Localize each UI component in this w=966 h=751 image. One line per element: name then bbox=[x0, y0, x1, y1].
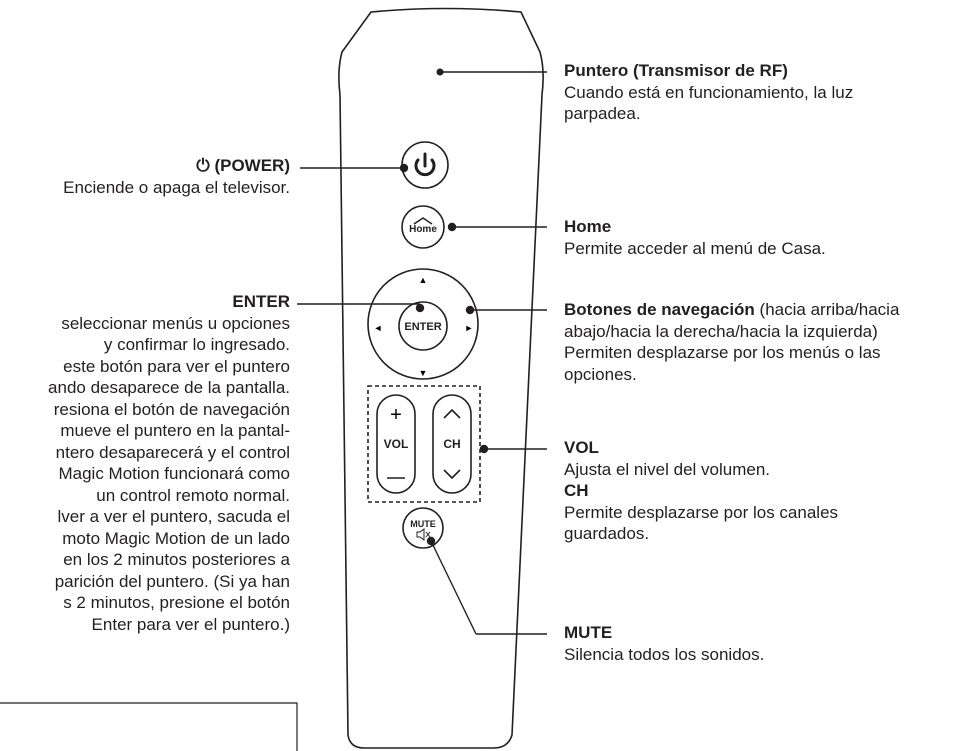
vol-callout-desc: Ajusta el nivel del volumen. bbox=[564, 459, 771, 479]
nav-line-2: opciones. bbox=[564, 364, 637, 384]
ch-line-0: Permite desplazarse por los canales bbox=[564, 502, 839, 522]
pointer-line-1: parpadea. bbox=[564, 104, 641, 123]
note-box-edge bbox=[0, 702, 298, 751]
enter-line-3: ando desaparece de la pantalla. bbox=[48, 378, 290, 397]
nav-callout-title: Botones de navegación (hacia arriba/haci… bbox=[564, 300, 900, 319]
mute-callout-title: MUTE bbox=[564, 623, 613, 642]
enter-line-7: Magic Motion funcionará como bbox=[58, 464, 290, 483]
mute-callout-desc: Silencia todos los sonidos. bbox=[564, 644, 765, 664]
ch-up-icon[interactable] bbox=[443, 408, 461, 419]
power-callout-desc: Enciende o apaga el televisor. bbox=[63, 177, 290, 197]
enter-line-12: parición del puntero. (Si ya han bbox=[54, 571, 290, 591]
enter-callout: ENTER seleccionar menús u opciones y con… bbox=[48, 291, 290, 635]
enter-callout-title: ENTER bbox=[232, 292, 290, 311]
power-button[interactable] bbox=[401, 141, 449, 189]
enter-line-10: moto Magic Motion de un lado bbox=[62, 528, 290, 548]
enter-line-5: mueve el puntero en la pantal- bbox=[60, 421, 290, 440]
pointer-line-0: Cuando está en funcionamiento, la luz bbox=[564, 82, 854, 102]
home-button-label: Home bbox=[409, 224, 437, 235]
nav-right-icon[interactable]: ► bbox=[465, 323, 474, 333]
ch-label: CH bbox=[443, 437, 460, 451]
enter-line-13: s 2 minutos, presione el botón bbox=[63, 593, 290, 612]
mute-callout: MUTE Silencia todos los sonidos. bbox=[564, 622, 764, 665]
enter-line-11: en los 2 minutos posteriores a bbox=[63, 550, 290, 569]
enter-line-0: seleccionar menús u opciones bbox=[61, 313, 290, 333]
ch-callout-title: CH bbox=[564, 481, 589, 500]
home-button[interactable]: Home bbox=[401, 205, 445, 249]
ch-down-icon[interactable] bbox=[443, 469, 461, 480]
vol-ch-callout: VOL Ajusta el nivel del volumen. CH Perm… bbox=[564, 437, 838, 545]
vol-rocker[interactable]: + VOL bbox=[376, 394, 416, 494]
enter-line-8: un control remoto normal. bbox=[96, 485, 290, 505]
ch-line-1: guardados. bbox=[564, 524, 650, 543]
vol-callout-title: VOL bbox=[564, 438, 599, 457]
power-callout: ⏻ (POWER) Enciende o apaga el televisor. bbox=[63, 155, 290, 198]
mute-button[interactable]: MUTE bbox=[402, 507, 444, 549]
pointer-callout-title: Puntero (Transmisor de RF) bbox=[564, 61, 788, 80]
home-icon bbox=[413, 217, 433, 225]
vol-ch-group bbox=[367, 385, 481, 503]
home-callout: Home Permite acceder al menú de Casa. bbox=[564, 216, 826, 259]
home-callout-desc: Permite acceder al menú de Casa. bbox=[564, 238, 826, 258]
nav-callout: Botones de navegación (hacia arriba/haci… bbox=[564, 299, 899, 385]
nav-up-icon[interactable]: ▲ bbox=[419, 275, 428, 285]
nav-line-0: abajo/hacia la derecha/hacia la izquierd… bbox=[564, 321, 878, 341]
ch-rocker[interactable]: CH bbox=[432, 394, 472, 494]
enter-line-9: lver a ver el puntero, sacuda el bbox=[57, 507, 290, 526]
power-icon: ⏻ bbox=[196, 156, 210, 175]
power-callout-title: ⏻ (POWER) bbox=[196, 156, 290, 175]
enter-line-2: este botón para ver el puntero bbox=[63, 356, 290, 376]
nav-left-icon[interactable]: ◄ bbox=[374, 323, 383, 333]
vol-label: VOL bbox=[384, 437, 409, 451]
enter-line-14: Enter para ver el puntero.) bbox=[91, 614, 290, 634]
enter-button[interactable]: ENTER bbox=[398, 301, 448, 351]
enter-button-label: ENTER bbox=[404, 321, 441, 333]
enter-line-1: y confirmar lo ingresado. bbox=[103, 335, 290, 354]
remote-body bbox=[338, 7, 544, 749]
mute-button-label: MUTE bbox=[410, 519, 436, 529]
nav-line-1: Permiten desplazarse por los menús o las bbox=[564, 343, 881, 362]
home-callout-title: Home bbox=[564, 217, 612, 236]
vol-up-icon[interactable]: + bbox=[390, 404, 402, 426]
speaker-muted-icon bbox=[416, 528, 431, 541]
nav-down-icon[interactable]: ▼ bbox=[419, 368, 428, 378]
enter-line-4: resiona el botón de navegación bbox=[53, 399, 290, 419]
enter-line-6: ntero desaparecerá y el control bbox=[55, 442, 290, 462]
pointer-callout: Puntero (Transmisor de RF) Cuando está e… bbox=[564, 60, 853, 125]
